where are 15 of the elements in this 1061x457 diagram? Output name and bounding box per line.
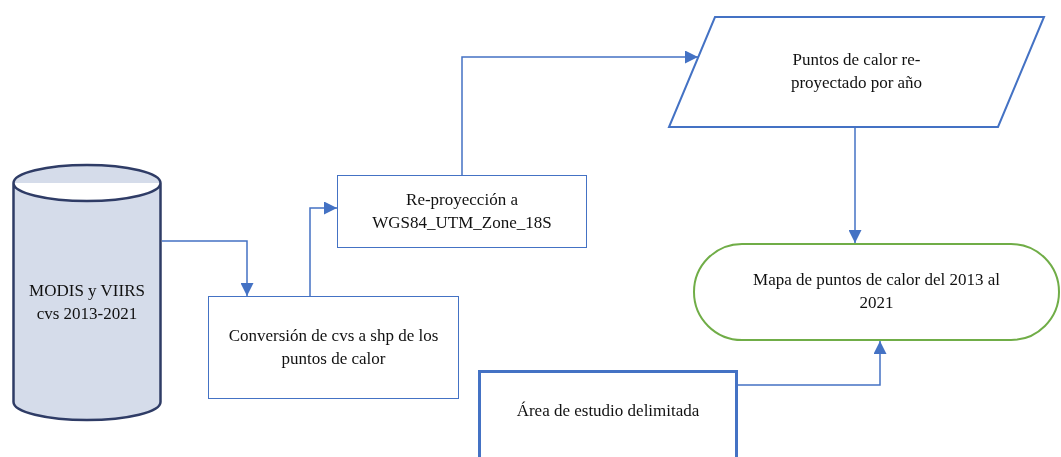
process-box: [337, 175, 587, 248]
arrow: [737, 340, 887, 386]
node-label: Puntos de calor re- proyectado por año: [789, 49, 924, 94]
process-box: [208, 296, 459, 399]
arrow: [461, 50, 699, 176]
node-label: Conversión de cvs a shp de los puntos de calor: [227, 324, 440, 370]
arrow: [848, 127, 862, 244]
node-label: MODIS y VIIRS cvs 2013-2021: [28, 279, 146, 325]
input-box: [478, 370, 738, 457]
terminal-shape: [693, 243, 1060, 341]
node-label: Mapa de puntos de calor del 2013 al 2021: [752, 269, 1001, 314]
arrow: [309, 201, 338, 297]
arrow: [161, 240, 254, 297]
node-label: Re-proyección a WGS84_UTM_Zone_18S: [371, 188, 553, 234]
node-label: Área de estudio delimitada: [516, 399, 700, 422]
